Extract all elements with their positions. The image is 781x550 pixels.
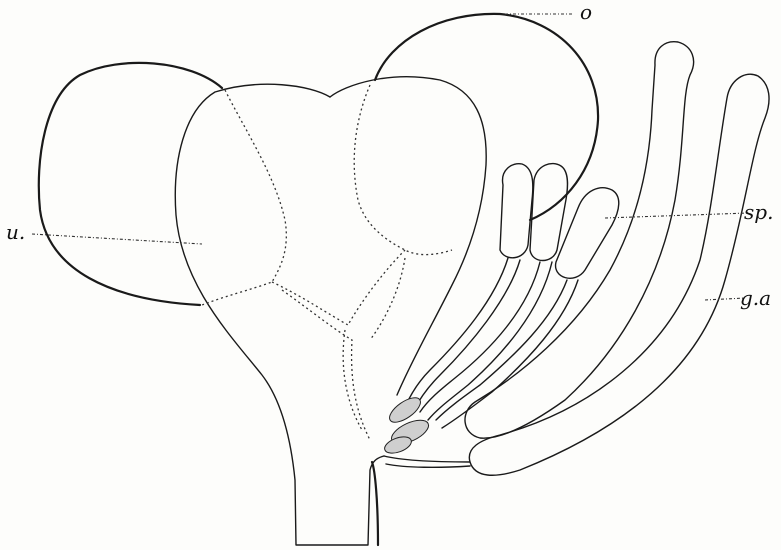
stamen-1-filament	[406, 258, 520, 410]
stamen-1-anther	[500, 164, 533, 258]
base-junction	[384, 456, 470, 467]
gynoecium-arm-upper	[465, 42, 694, 438]
central-body-outline	[175, 84, 384, 545]
label-o: o	[580, 2, 592, 22]
suture-left	[202, 90, 286, 305]
suture-center	[272, 250, 405, 325]
suture-right	[354, 85, 452, 255]
suture-lower-right	[370, 258, 405, 340]
left-lobe	[39, 63, 222, 305]
leader-u	[32, 234, 202, 244]
central-body-right	[330, 77, 486, 395]
upper-right-lobe	[375, 14, 598, 220]
label-ga: g.a	[740, 288, 771, 308]
label-u: u.	[6, 222, 25, 242]
base-left-edge	[372, 462, 378, 545]
leader-ga	[705, 298, 745, 300]
label-sp: sp.	[744, 202, 773, 222]
leader-sp	[605, 213, 748, 218]
